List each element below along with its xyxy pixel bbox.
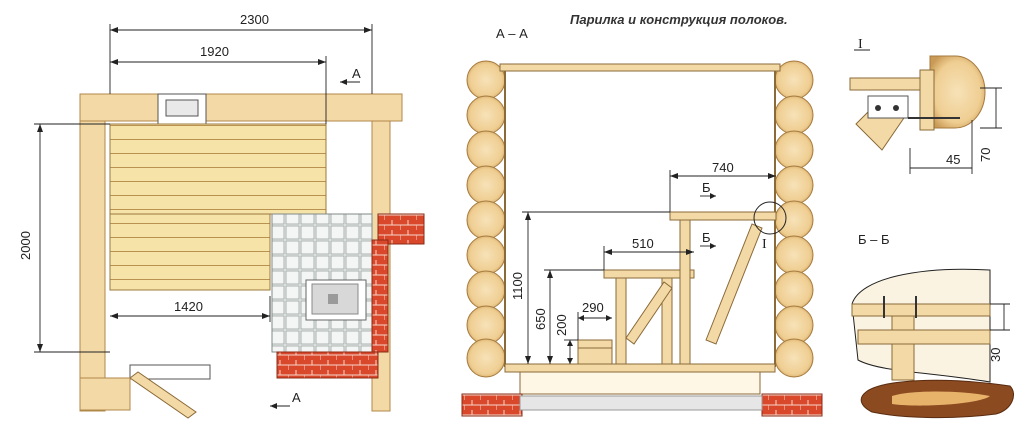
detail-i-bolt-plate bbox=[867, 95, 909, 119]
plan-brick-base bbox=[276, 351, 379, 379]
plan-top-wall bbox=[79, 93, 403, 122]
section-b-mark-bottom: Б bbox=[702, 230, 711, 245]
plan-view: 2300 1920 2000 1420 А А bbox=[18, 12, 425, 419]
right-log-wall bbox=[774, 60, 814, 378]
left-log-wall bbox=[466, 60, 506, 378]
top-bench-top bbox=[669, 211, 777, 221]
detail-i-callout bbox=[753, 201, 787, 235]
detail-bb-label: Б – Б bbox=[858, 232, 890, 247]
middle-bench-top bbox=[603, 269, 695, 279]
detail-i-plank bbox=[849, 77, 929, 91]
detail-i-label: I bbox=[858, 37, 863, 52]
plan-upper-bench bbox=[109, 123, 327, 215]
stove-heater-center bbox=[328, 294, 338, 304]
top-bench-leg bbox=[679, 219, 691, 365]
drawing-title: Парилка и конструкция полоков. bbox=[570, 12, 788, 27]
dim-step: 290 bbox=[582, 300, 604, 315]
dim-h-mid: 650 bbox=[533, 308, 548, 330]
floor-joist bbox=[519, 371, 761, 395]
section-aa-view: Парилка и конструкция полоков. А – А bbox=[461, 12, 823, 417]
detail-i-mark: I bbox=[762, 237, 767, 252]
lamp-bracket-inner bbox=[165, 99, 199, 117]
plan-brick-chimney bbox=[377, 213, 425, 245]
dim-h-top: 1100 bbox=[510, 272, 525, 300]
detail-i-view: I 45 70 bbox=[849, 37, 1002, 174]
dim-mid-bench: 510 bbox=[632, 236, 654, 251]
dim-detail-i-70: 70 bbox=[978, 148, 993, 162]
dim-detail-bb-30: 30 bbox=[988, 348, 1003, 362]
dim-detail-i-45: 45 bbox=[946, 152, 960, 167]
dim-bench-width: 1920 bbox=[200, 44, 229, 59]
section-mark-bottom: А bbox=[292, 390, 301, 405]
detail-i-support bbox=[919, 69, 935, 131]
section-aa-label: А – А bbox=[496, 26, 528, 41]
foundation-left bbox=[461, 393, 523, 417]
middle-bench-leg-front bbox=[615, 277, 627, 365]
detail-bb-plank bbox=[851, 303, 991, 317]
foundation-right bbox=[761, 393, 823, 417]
dim-total-width: 2300 bbox=[240, 12, 269, 27]
section-mark-top: А bbox=[352, 66, 361, 81]
plan-brick-side bbox=[371, 239, 389, 353]
section-b-mark-top: Б bbox=[702, 180, 711, 195]
step-box bbox=[577, 339, 613, 365]
dim-h-step: 200 bbox=[554, 314, 569, 336]
door-leaf bbox=[129, 371, 197, 419]
dim-depth: 2000 bbox=[18, 231, 33, 260]
middle-bench-leg-back bbox=[661, 277, 673, 365]
logo-emblem bbox=[860, 379, 1014, 419]
middle-bench-brace bbox=[625, 281, 673, 345]
top-bench-brace bbox=[705, 223, 763, 345]
plan-left-wall bbox=[79, 120, 106, 412]
ceiling-boards bbox=[499, 63, 781, 72]
plan-lower-bench bbox=[109, 213, 271, 291]
dim-lower-bench: 1420 bbox=[174, 299, 203, 314]
floor-boards bbox=[504, 363, 776, 373]
plan-bottom-wall-left bbox=[79, 377, 131, 411]
door-frame bbox=[129, 364, 211, 380]
dim-top-bench: 740 bbox=[712, 160, 734, 175]
detail-bb-post bbox=[891, 315, 915, 381]
detail-bb-rail bbox=[857, 329, 991, 345]
detail-bb-view: Б – Б 30 bbox=[851, 232, 1010, 383]
foundation-ground bbox=[519, 395, 763, 411]
